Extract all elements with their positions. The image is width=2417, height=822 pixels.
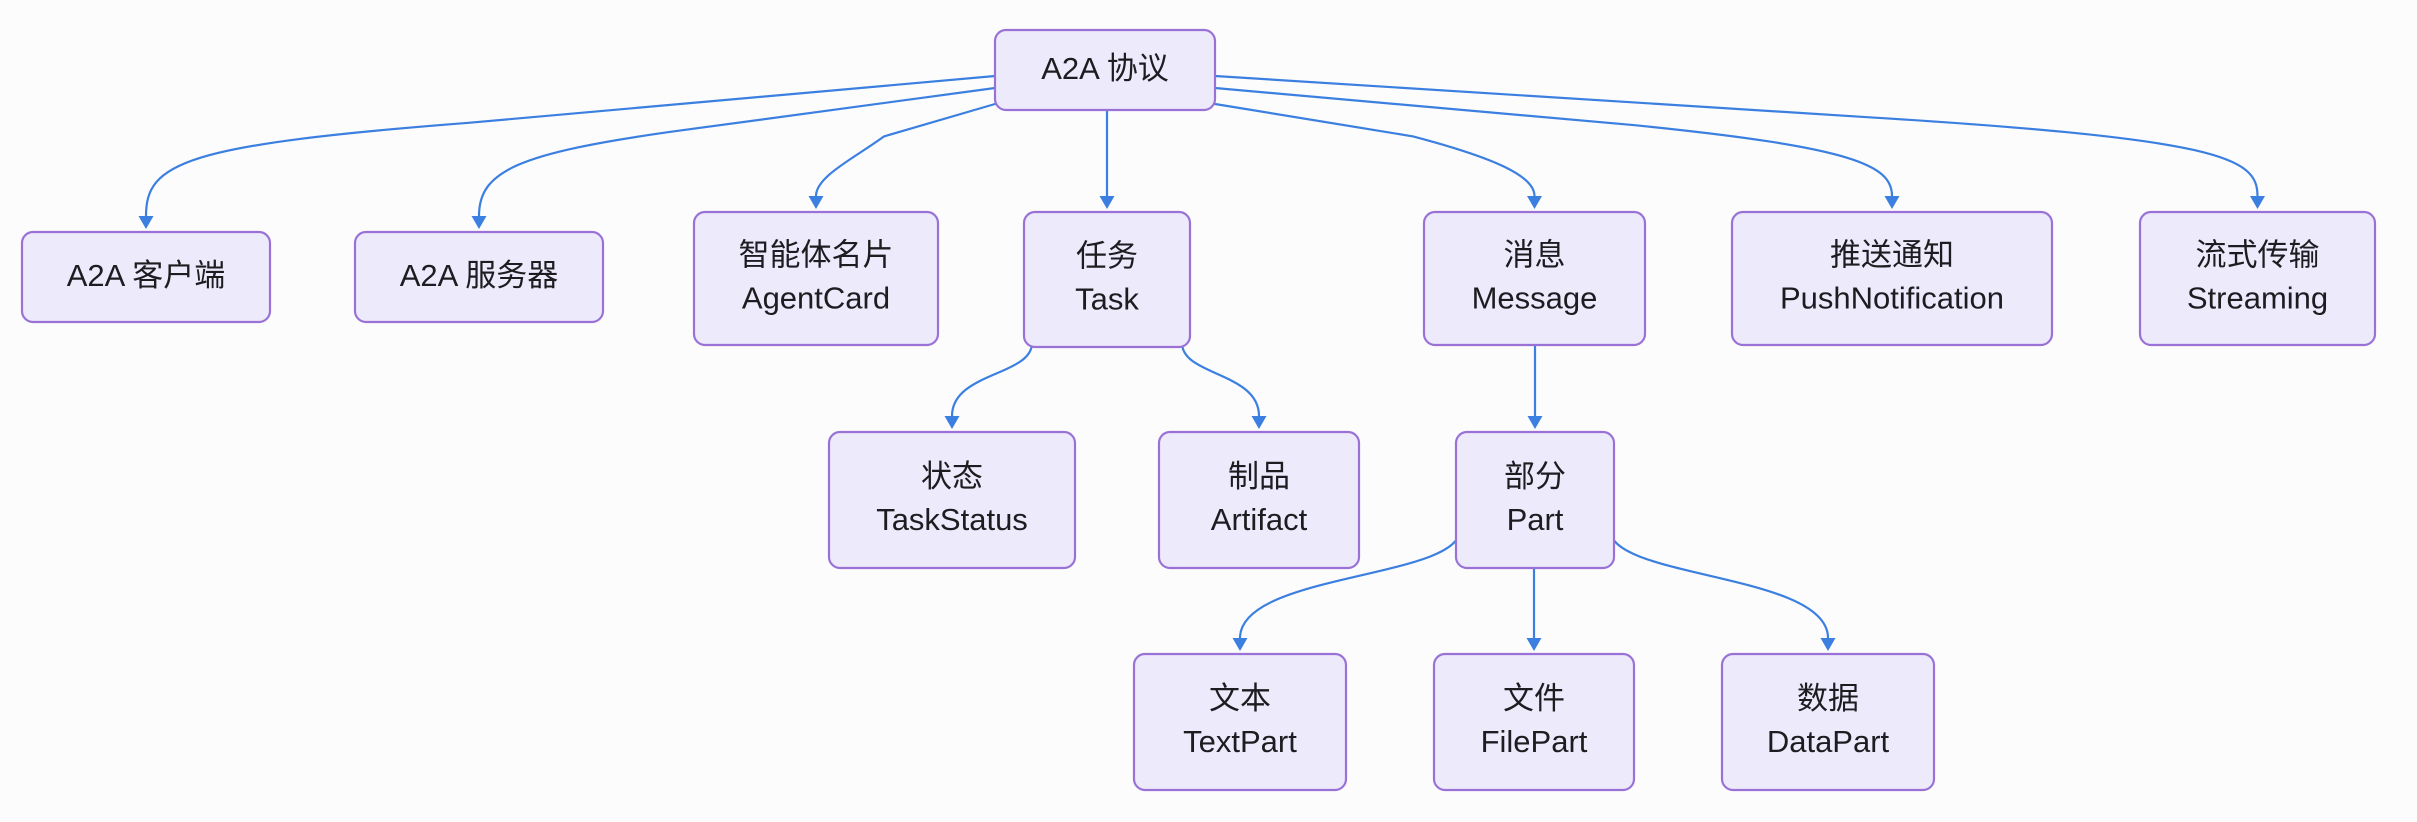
node-part-box xyxy=(1454,430,1616,570)
edge-layer xyxy=(138,74,2265,651)
edge-task-to-taskstatus xyxy=(944,341,1034,429)
node-artifact-label-primary: 制品 xyxy=(1228,459,1290,494)
node-agentcard[interactable]: 智能体名片 AgentCard xyxy=(692,210,940,347)
node-message-box xyxy=(1422,210,1647,347)
node-agentcard-box xyxy=(692,210,940,347)
edge-root-to-client xyxy=(138,74,997,229)
node-task-label-primary: 任务 xyxy=(1076,239,1138,274)
node-push[interactable]: 推送通知 PushNotification xyxy=(1730,210,2054,347)
node-root[interactable]: A2A 协议 xyxy=(993,28,1217,112)
node-message-label-primary: 消息 xyxy=(1504,238,1566,273)
node-streaming[interactable]: 流式传输 Streaming xyxy=(2138,210,2377,347)
node-streaming-label-primary: 流式传输 xyxy=(2196,238,2320,273)
node-client-label-primary: A2A 客户端 xyxy=(67,258,226,293)
node-root-box xyxy=(993,28,1217,112)
node-push-label-secondary: PushNotification xyxy=(1780,281,2004,316)
node-filepart-label-primary: 文件 xyxy=(1503,681,1565,716)
edge-message-to-part xyxy=(1527,343,1543,429)
node-task-label-secondary: Task xyxy=(1075,282,1139,317)
node-streaming-label-secondary: Streaming xyxy=(2187,281,2328,316)
node-streaming-box xyxy=(2138,210,2377,347)
node-textpart-label-secondary: TextPart xyxy=(1183,724,1297,759)
edge-part-to-datapart xyxy=(1608,528,1836,651)
edge-task-to-artifact xyxy=(1180,341,1267,429)
edge-root-to-task xyxy=(1099,108,1115,209)
edge-root-to-agentcard xyxy=(808,102,997,209)
node-agentcard-label-primary: 智能体名片 xyxy=(739,238,894,273)
node-client-box xyxy=(20,230,272,324)
node-taskstatus-label-primary: 状态 xyxy=(921,459,983,494)
node-task[interactable]: 任务 Task xyxy=(1022,210,1192,349)
node-artifact-box xyxy=(1157,430,1361,570)
edge-part-to-filepart xyxy=(1526,566,1542,651)
node-part-label-primary: 部分 xyxy=(1504,459,1566,494)
edge-root-to-message xyxy=(1213,102,1542,209)
node-server[interactable]: A2A 服务器 xyxy=(353,230,605,324)
node-layer: A2A 协议 A2A 客户端 A2A 服务器 智能体名片 AgentCard 任务 Task… xyxy=(20,28,2377,792)
node-server-box xyxy=(353,230,605,324)
edge-root-to-streaming xyxy=(1213,74,2265,209)
node-message[interactable]: 消息 Message xyxy=(1422,210,1647,347)
node-textpart[interactable]: 文本 TextPart xyxy=(1132,652,1348,792)
edge-part-to-textpart xyxy=(1232,528,1462,651)
node-push-label-primary: 推送通知 xyxy=(1830,238,1954,273)
node-filepart-box xyxy=(1432,652,1636,792)
node-push-box xyxy=(1730,210,2054,347)
node-agentcard-label-secondary: AgentCard xyxy=(742,281,890,316)
node-root-label-primary: A2A 协议 xyxy=(1041,51,1169,86)
node-server-label-primary: A2A 服务器 xyxy=(400,258,559,293)
node-taskstatus[interactable]: 状态 TaskStatus xyxy=(827,430,1077,570)
node-client[interactable]: A2A 客户端 xyxy=(20,230,272,324)
node-filepart-label-secondary: FilePart xyxy=(1481,724,1588,759)
node-task-box xyxy=(1022,210,1192,349)
node-part[interactable]: 部分 Part xyxy=(1454,430,1616,570)
node-datapart-label-secondary: DataPart xyxy=(1767,724,1890,759)
node-textpart-box xyxy=(1132,652,1348,792)
node-taskstatus-label-secondary: TaskStatus xyxy=(876,502,1028,537)
node-artifact-label-secondary: Artifact xyxy=(1211,502,1308,537)
node-filepart[interactable]: 文件 FilePart xyxy=(1432,652,1636,792)
edge-root-to-server xyxy=(471,86,997,229)
node-datapart-label-primary: 数据 xyxy=(1797,681,1859,716)
node-message-label-secondary: Message xyxy=(1472,281,1598,316)
node-taskstatus-box xyxy=(827,430,1077,570)
node-datapart-box xyxy=(1720,652,1936,792)
node-datapart[interactable]: 数据 DataPart xyxy=(1720,652,1936,792)
node-artifact[interactable]: 制品 Artifact xyxy=(1157,430,1361,570)
node-part-label-secondary: Part xyxy=(1507,502,1564,537)
node-textpart-label-primary: 文本 xyxy=(1209,681,1271,716)
edge-root-to-push xyxy=(1213,86,1900,209)
